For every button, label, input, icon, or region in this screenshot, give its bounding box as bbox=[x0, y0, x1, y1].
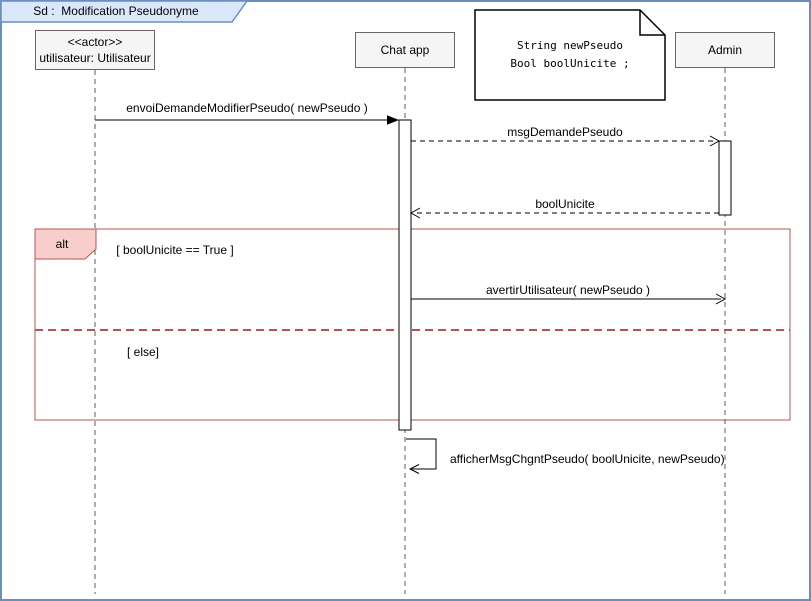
frame-title-tab bbox=[0, 0, 249, 23]
participant-utilisateur: <<actor>> utilisateur: Utilisateur bbox=[35, 30, 155, 70]
participant-admin: Admin bbox=[675, 32, 775, 68]
frame-title: Sd : Modification Pseudonyme bbox=[33, 3, 199, 18]
arrowhead-filled-envoiDemandeModifierPseudo bbox=[387, 115, 399, 125]
participant-stereotype: <<actor>> bbox=[67, 34, 123, 49]
note-shape bbox=[474, 9, 666, 101]
message-label-msgDemandePseudo: msgDemandePseudo bbox=[507, 124, 623, 139]
note-fold-corner bbox=[639, 10, 665, 36]
alt-guard-else: [ else] bbox=[127, 344, 160, 359]
note-line: String newPseudo bbox=[517, 39, 623, 52]
activation-chat-app bbox=[398, 119, 412, 431]
alt-operator-label: alt bbox=[55, 236, 69, 251]
arrowhead-open-msgDemandePseudo bbox=[709, 135, 721, 147]
message-label-afficherMsgChgntPseudo: afficherMsgChgntPseudo( boolUnicite, new… bbox=[450, 451, 725, 466]
activation-admin bbox=[718, 140, 732, 216]
message-label-envoiDemandeModifierPseudo: envoiDemandeModifierPseudo( newPseudo ) bbox=[126, 100, 368, 115]
participant-chat-app: Chat app bbox=[355, 32, 455, 68]
message-line-afficherMsgChgntPseudo bbox=[406, 438, 437, 470]
message-label-avertirUtilisateur: avertirUtilisateur( newPseudo ) bbox=[485, 282, 651, 297]
arrowhead-open-boolUnicite bbox=[409, 207, 421, 219]
note-line: Bool boolUnicite ; bbox=[510, 57, 630, 70]
participant-name: utilisateur: Utilisateur bbox=[39, 51, 151, 65]
arrowhead-open-afficherMsgChgntPseudo bbox=[408, 464, 420, 474]
arrowhead-open-avertirUtilisateur bbox=[715, 293, 727, 305]
note-text: String newPseudo Bool boolUnicite ; bbox=[475, 37, 665, 73]
alt-guard-true: [ boolUnicite == True ] bbox=[116, 242, 234, 257]
alt-fragment-box bbox=[34, 228, 791, 421]
message-label-boolUnicite: boolUnicite bbox=[535, 196, 595, 211]
participant-name: Admin bbox=[707, 42, 742, 57]
alt-operator-pentagon bbox=[34, 228, 97, 260]
participant-name: Chat app bbox=[380, 42, 430, 57]
